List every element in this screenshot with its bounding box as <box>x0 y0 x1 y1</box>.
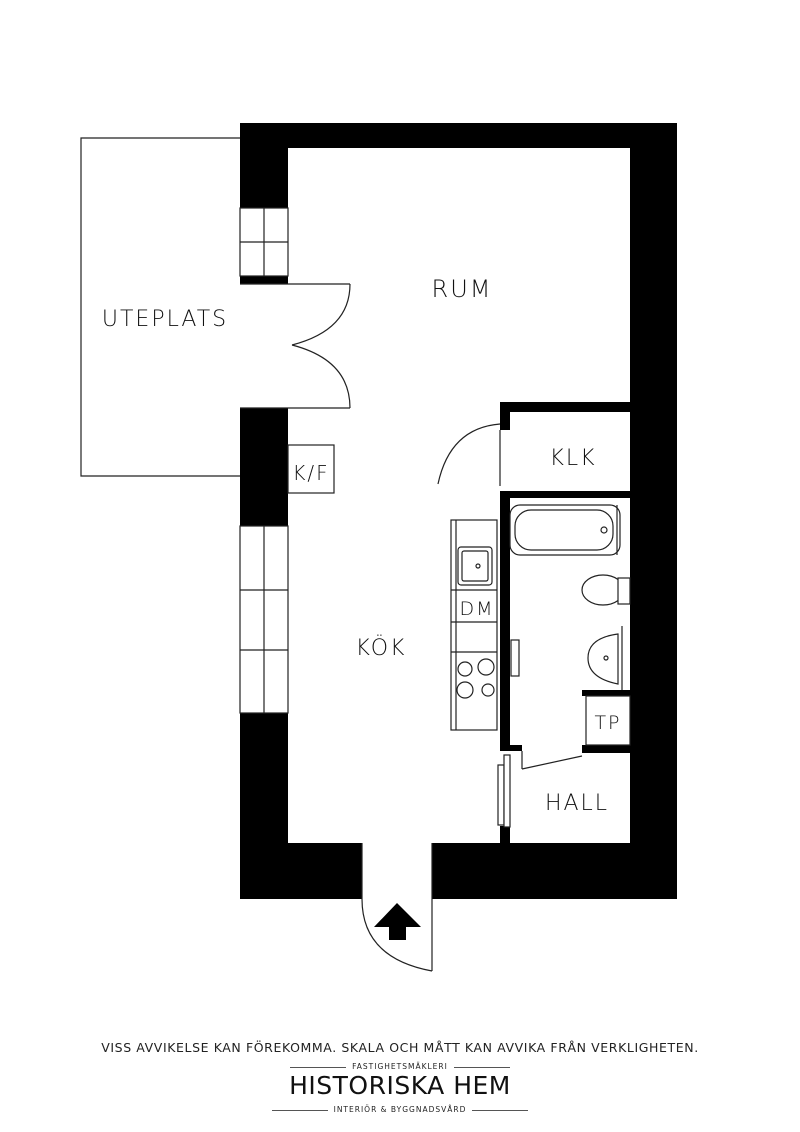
patio-double-door <box>240 283 351 409</box>
exterior-walls <box>240 123 677 899</box>
wall-klk-left <box>500 402 510 430</box>
brand-tagline-top: FASTIGHETSMÄKLERI <box>352 1062 448 1071</box>
brand-tagline-bottom: INTERIÖR & BYGGNADSVÅRD <box>333 1105 467 1114</box>
room-label-kok: KÖK <box>356 634 407 661</box>
wall-tp-top <box>582 690 632 696</box>
wall-klk-bottom <box>500 491 632 498</box>
divider-right <box>453 1066 510 1068</box>
stove-plate-2 <box>477 658 495 676</box>
hall-sliding-door <box>497 754 511 828</box>
wall-bath-left <box>500 491 510 751</box>
wall-door-header <box>240 276 288 284</box>
wall-bath-left-low <box>500 826 510 846</box>
stove-plate-1 <box>457 661 473 677</box>
room-label-rum: RUM <box>432 275 493 303</box>
patio-door-swing-2 <box>291 344 351 409</box>
entrance-arrow-icon <box>374 903 421 940</box>
divider-left <box>271 1109 328 1111</box>
washbasin <box>587 633 619 685</box>
uteplats-outline <box>80 137 240 477</box>
sliding-door-right <box>503 754 511 828</box>
wall-bath-stub <box>510 745 522 751</box>
kitchen-counter <box>450 519 498 731</box>
sink-basin <box>461 550 489 582</box>
wall-left-upper <box>240 123 288 208</box>
brand-name: HISTORISKA HEM <box>289 1071 511 1100</box>
sink-drain <box>475 563 481 569</box>
divider-right <box>472 1109 529 1111</box>
klk-door <box>437 423 501 486</box>
radiator <box>510 639 520 677</box>
stove-plate-4 <box>481 683 495 697</box>
room-label-dm: DM <box>459 598 494 620</box>
wall-tp-bottom <box>582 745 632 753</box>
toilet-tank <box>617 577 631 605</box>
patio-door-swing-1 <box>291 283 351 346</box>
wall-bottom-right <box>432 843 677 899</box>
stove-plate-3 <box>456 681 474 699</box>
wall-right <box>630 123 677 899</box>
wall-left-lower <box>240 713 288 899</box>
disclaimer-text: VISS AVVIKELSE KAN FÖREKOMMA. SKALA OCH … <box>101 1040 699 1055</box>
washbasin-drain <box>603 655 609 661</box>
entrance-door <box>361 843 433 972</box>
room-label-tp: TP <box>594 712 621 734</box>
wall-top <box>240 123 677 148</box>
kf-box <box>287 444 335 494</box>
windows <box>239 207 289 714</box>
room-label-hall: HALL <box>545 791 609 816</box>
room-label-klk: KLK <box>549 446 596 471</box>
tp-box <box>585 695 631 746</box>
brand-tagline-bottom-row: INTERIÖR & BYGGNADSVÅRD <box>0 1105 800 1114</box>
wall-left-mid <box>240 408 288 526</box>
klk-door-swing <box>437 423 501 485</box>
sliding-door-left <box>497 764 505 826</box>
bathtub-drain <box>600 526 608 534</box>
interior-walls <box>500 402 632 846</box>
bathtub-inner <box>514 509 614 551</box>
bath-door-leaf <box>521 755 583 770</box>
bathroom <box>509 504 631 770</box>
entrance-door-swing <box>361 898 433 972</box>
brand-tagline-top-row: FASTIGHETSMÄKLERI <box>0 1062 800 1071</box>
room-label-uteplats: UTEPLATS <box>102 307 228 332</box>
divider-left <box>290 1066 347 1068</box>
room-label-kf: K/F <box>292 461 329 485</box>
wall-klk-top <box>500 402 632 412</box>
